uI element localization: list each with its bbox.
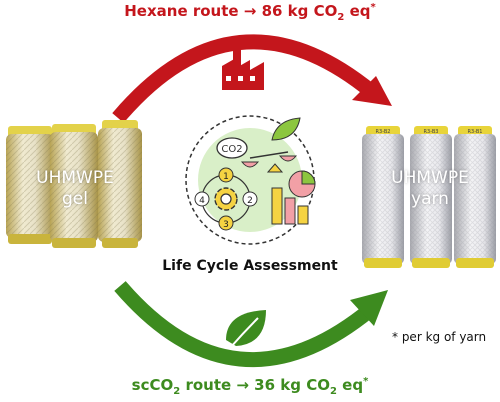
gel-caption: UHMWPE gel bbox=[20, 168, 130, 210]
scco2-route-prefix: scCO bbox=[131, 376, 174, 394]
scco2-route-text: route → 36 kg CO bbox=[180, 376, 330, 394]
hexane-route-arrow bbox=[112, 34, 392, 123]
cycle-step: 1 bbox=[218, 167, 234, 183]
yarn-bobbin bbox=[410, 126, 452, 268]
co2-label: CO2 bbox=[221, 144, 242, 155]
scco2-route-arrow bbox=[114, 281, 388, 368]
gel-bobbins bbox=[6, 120, 142, 248]
yarn-caption: UHMWPE yarn bbox=[375, 168, 485, 210]
yarn-bobbins: R3-B2 R3-B3 R3-B1 bbox=[362, 126, 496, 268]
scco2-route-prefix-subscript: 2 bbox=[173, 386, 181, 397]
cycle-step-label: 4 bbox=[199, 196, 205, 206]
pie-chart-icon bbox=[288, 170, 316, 198]
scco2-route-suffix: eq bbox=[336, 376, 364, 394]
yarn-bobbin bbox=[454, 126, 496, 268]
bar-chart-icon bbox=[271, 187, 309, 225]
gel-bobbin bbox=[6, 126, 54, 244]
bobbin-tag: R3-B3 bbox=[424, 129, 439, 135]
yarn-caption-line1: UHMWPE bbox=[391, 168, 469, 188]
scco2-route-footnote-mark: * bbox=[363, 376, 369, 387]
gel-caption-line1: UHMWPE bbox=[36, 168, 114, 188]
cycle-step-label: 3 bbox=[223, 220, 229, 230]
yarn-bobbin bbox=[362, 126, 404, 268]
factory-icon bbox=[222, 50, 264, 90]
hexane-route-subscript: 2 bbox=[337, 12, 345, 23]
scco2-route-subscript: 2 bbox=[329, 386, 337, 397]
bobbin-tag: R3-B2 bbox=[376, 129, 391, 135]
footnote: * per kg of yarn bbox=[392, 330, 487, 344]
hexane-route-footnote-mark: * bbox=[370, 2, 376, 13]
cycle-step-label: 2 bbox=[247, 196, 253, 206]
leaf-icon bbox=[226, 310, 266, 349]
lca-icon: CO2 1 2 3 4 bbox=[185, 115, 316, 245]
hexane-route-label: Hexane route → 86 kg CO2 eq* bbox=[0, 2, 500, 23]
hexane-route-text: Hexane route → 86 kg CO bbox=[124, 2, 338, 20]
scco2-route-label: scCO2 route → 36 kg CO2 eq* bbox=[0, 376, 500, 397]
cycle-step-label: 1 bbox=[223, 172, 229, 182]
bobbin-tag: R3-B1 bbox=[468, 129, 483, 135]
gel-bobbin bbox=[98, 120, 142, 248]
yarn-caption-line2: yarn bbox=[411, 189, 449, 209]
sprout-icon bbox=[271, 117, 301, 141]
co2-cloud-icon: CO2 bbox=[216, 137, 248, 159]
cycle-step: 2 bbox=[242, 191, 258, 207]
gel-bobbin bbox=[50, 124, 98, 248]
lca-title: Life Cycle Assessment bbox=[162, 258, 338, 274]
cycle-step: 4 bbox=[194, 191, 210, 207]
scale-icon bbox=[240, 151, 298, 173]
hexane-route-suffix: eq bbox=[344, 2, 371, 20]
cycle-step: 3 bbox=[218, 215, 234, 231]
gel-caption-line2: gel bbox=[62, 189, 88, 209]
